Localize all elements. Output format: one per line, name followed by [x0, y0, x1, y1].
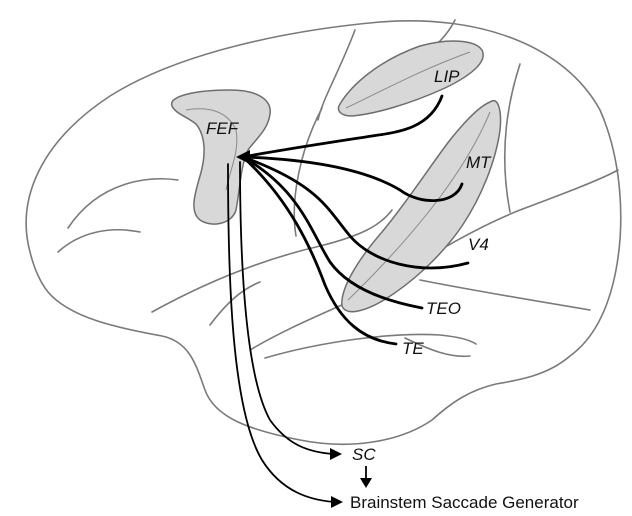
lip-region — [339, 41, 484, 116]
principal-sulcus-line — [58, 230, 140, 252]
label-brainstem: Brainstem Saccade Generator — [350, 493, 579, 512]
label-lip: LIP — [434, 67, 460, 86]
label-mt: MT — [466, 153, 492, 172]
sc-arrowhead — [330, 448, 342, 460]
brain-outline — [26, 21, 621, 444]
label-fef: FEF — [206, 119, 240, 138]
temporal-pole-line — [210, 282, 260, 325]
label-sc: SC — [352, 445, 376, 464]
lunate-sulcus-line — [505, 64, 520, 212]
label-te: TE — [402, 339, 424, 358]
sc-to-brainstem-arrowhead — [360, 478, 372, 488]
brainstem-arrowhead — [331, 496, 343, 508]
label-teo: TEO — [426, 299, 461, 318]
central-sulcus-line — [294, 108, 322, 236]
arcuate-sulcus-line — [68, 179, 178, 228]
label-v4: V4 — [468, 235, 489, 254]
